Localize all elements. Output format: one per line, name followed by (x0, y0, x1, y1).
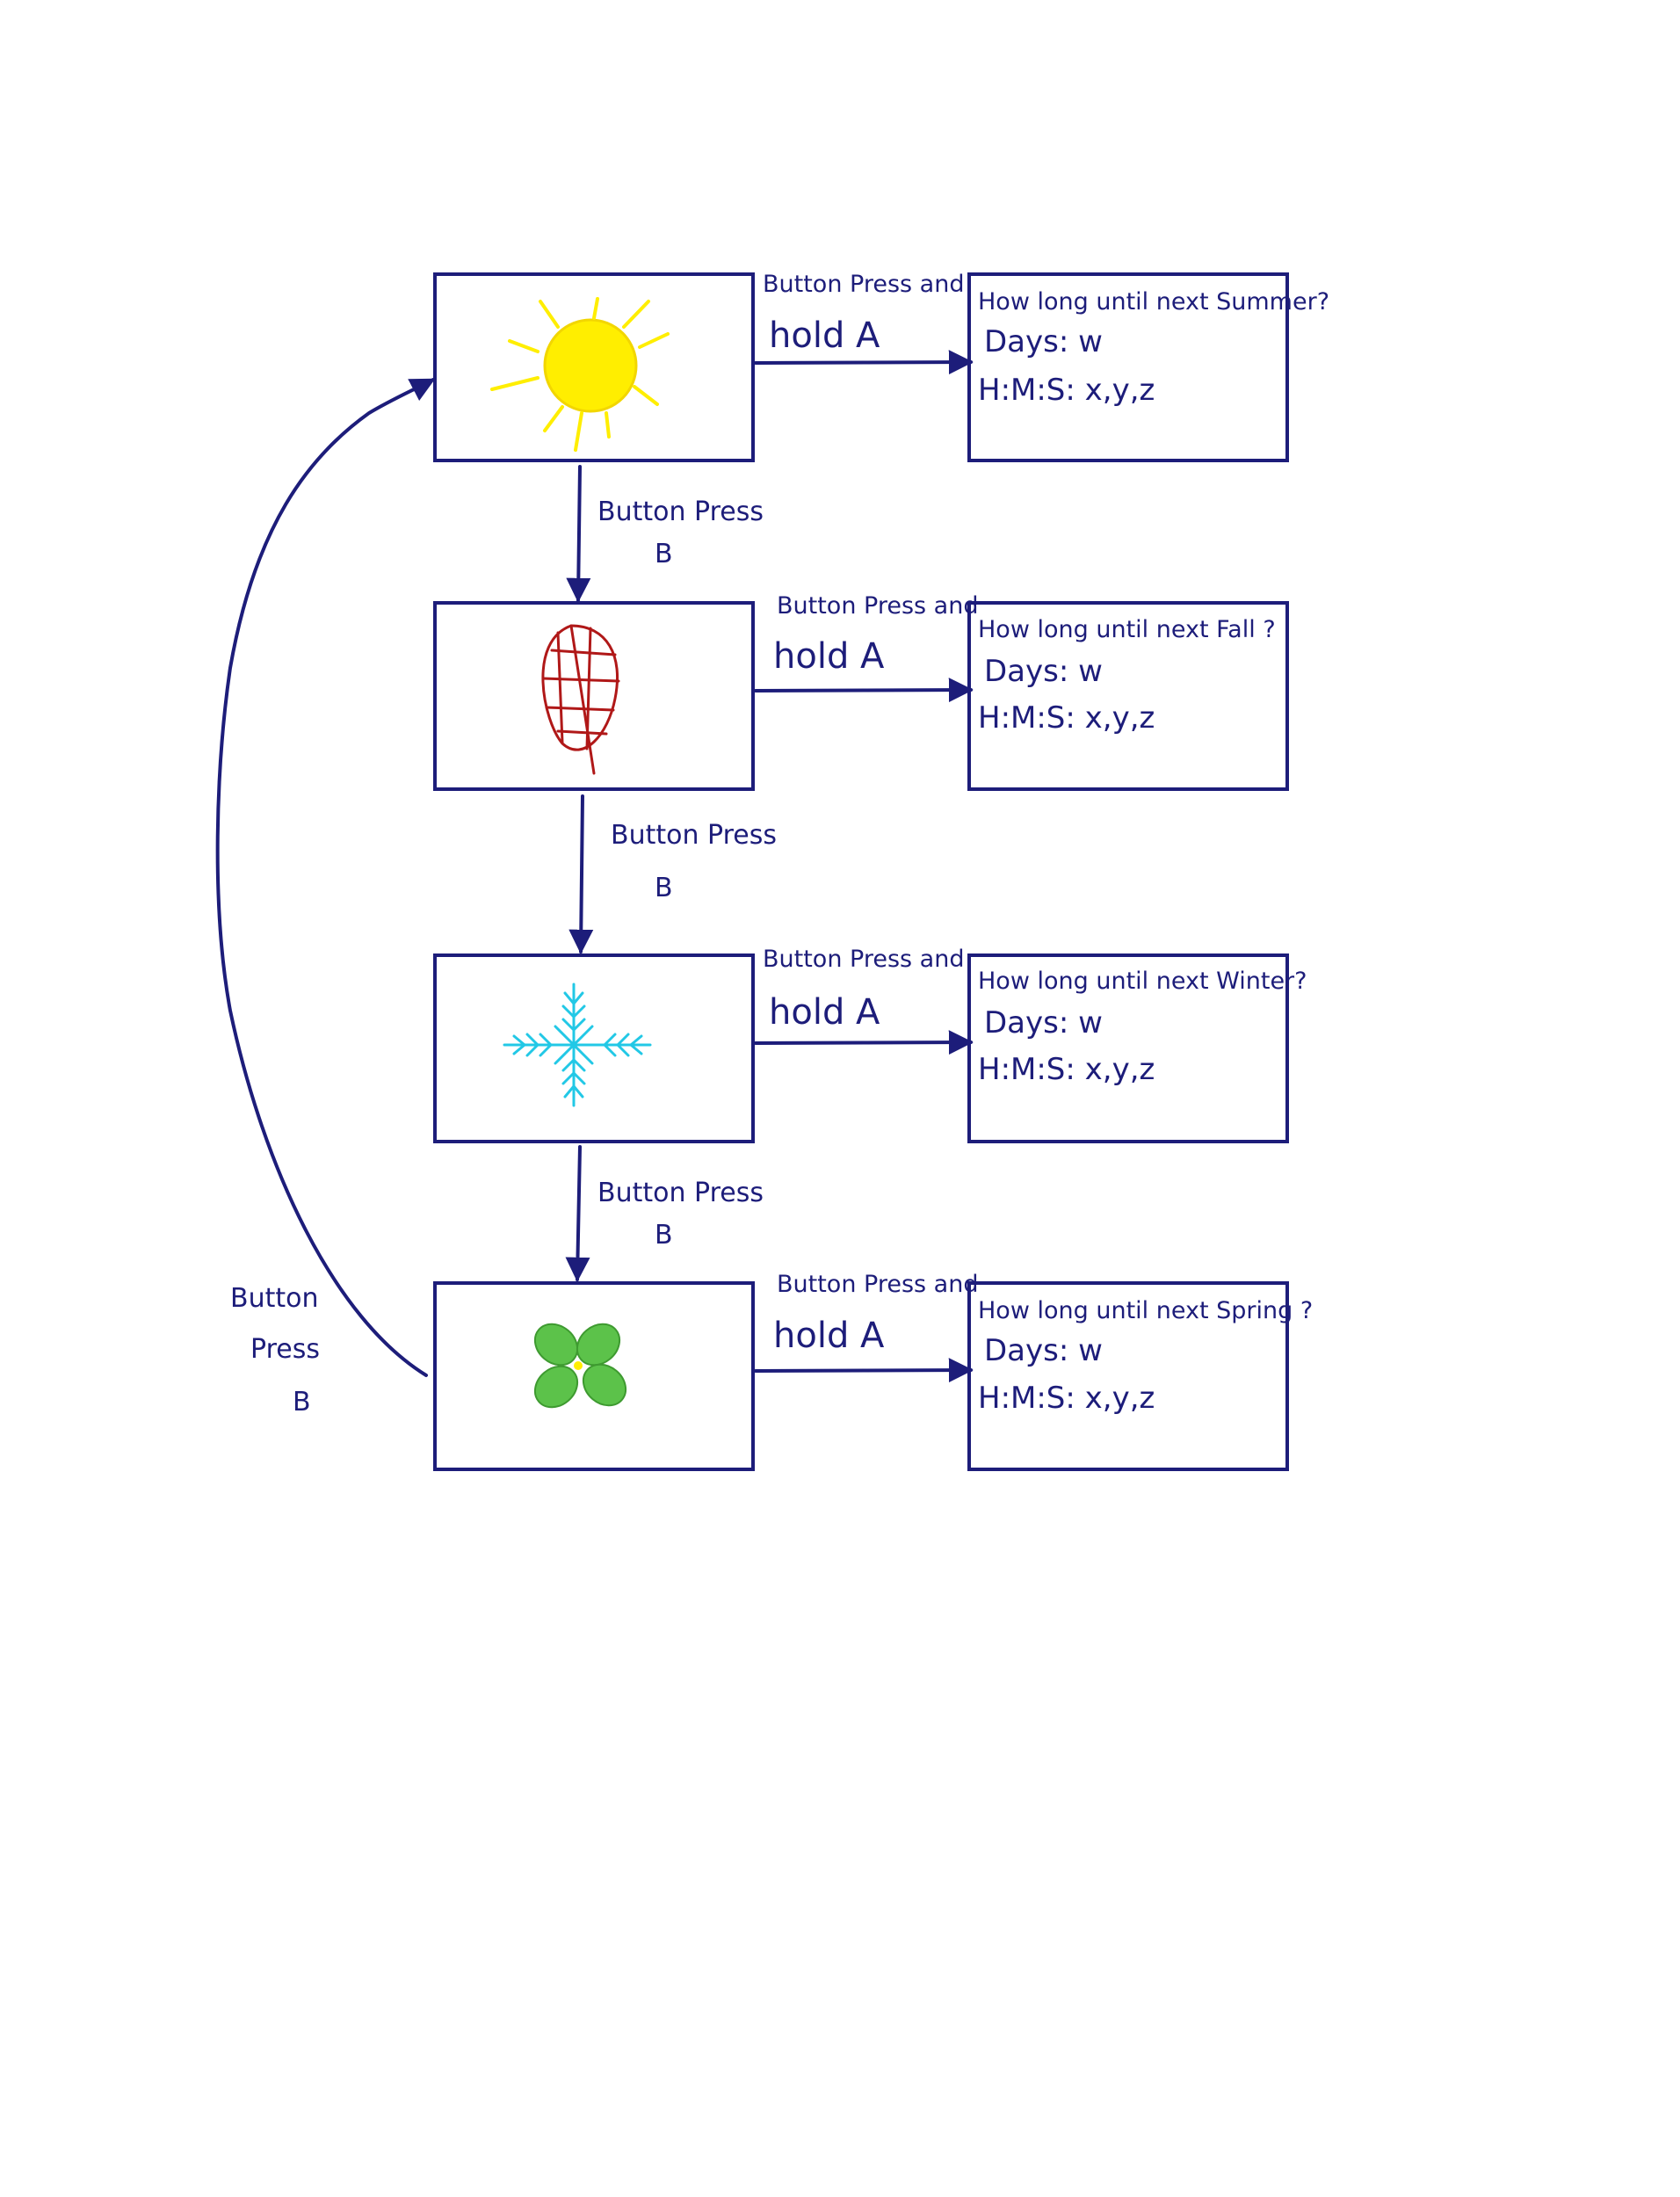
hold-a-label-line2: hold A (769, 992, 880, 1033)
info-title-summer: How long until next Summer? (978, 288, 1329, 315)
snowflake-icon (503, 982, 652, 1107)
info-days-fall: Days: w (984, 654, 1103, 689)
press-b-label-line1: Button Press (597, 497, 764, 527)
state-box-fall (433, 601, 755, 791)
edge-hold-a-summer (754, 350, 974, 375)
loop-b-label-line2: Press (250, 1334, 320, 1365)
info-days-spring: Days: w (984, 1333, 1103, 1368)
press-b-label-line1: Button Press (611, 820, 777, 851)
state-box-winter (433, 953, 755, 1143)
press-b-label-line1: Button Press (597, 1178, 764, 1208)
hold-a-label-line1: Button Press and (763, 271, 964, 298)
press-b-label-line2: B (655, 1220, 673, 1251)
info-days-winter: Days: w (984, 1005, 1103, 1040)
info-title-winter: How long until next Winter? (978, 968, 1307, 995)
edge-press-b-fall-to-winter (568, 794, 594, 954)
info-hms-winter: H:M:S: x,y,z (978, 1052, 1155, 1087)
press-b-label-line2: B (655, 873, 673, 903)
leaf-icon (541, 624, 620, 775)
edge-hold-a-winter (754, 1030, 974, 1055)
hold-a-label-line1: Button Press and (763, 946, 964, 973)
state-box-summer (433, 272, 755, 462)
edge-press-b-summer-to-fall (566, 465, 591, 603)
edge-hold-a-spring (754, 1358, 974, 1383)
sun-icon (490, 297, 670, 452)
info-hms-spring: H:M:S: x,y,z (978, 1381, 1155, 1416)
info-days-summer: Days: w (984, 324, 1103, 359)
hold-a-label-line2: hold A (769, 315, 880, 356)
hold-a-label-line2: hold A (773, 636, 885, 677)
hold-a-label-line2: hold A (773, 1316, 885, 1356)
hold-a-label-line1: Button Press and (777, 1271, 978, 1298)
edge-press-b-winter-to-spring (565, 1145, 590, 1282)
edge-loop-b-spring-to-summer (215, 378, 436, 1377)
info-hms-fall: H:M:S: x,y,z (978, 700, 1155, 736)
loop-b-label-line3: B (293, 1387, 311, 1418)
state-box-spring (433, 1281, 755, 1471)
clover-icon (533, 1323, 627, 1409)
loop-b-label-line1: Button (230, 1283, 319, 1314)
info-title-fall: How long until next Fall ? (978, 616, 1276, 643)
press-b-label-line2: B (655, 539, 673, 569)
info-hms-summer: H:M:S: x,y,z (978, 373, 1155, 408)
info-title-spring: How long until next Spring ? (978, 1297, 1313, 1324)
hold-a-label-line1: Button Press and (777, 592, 978, 620)
edge-hold-a-fall (754, 678, 974, 703)
